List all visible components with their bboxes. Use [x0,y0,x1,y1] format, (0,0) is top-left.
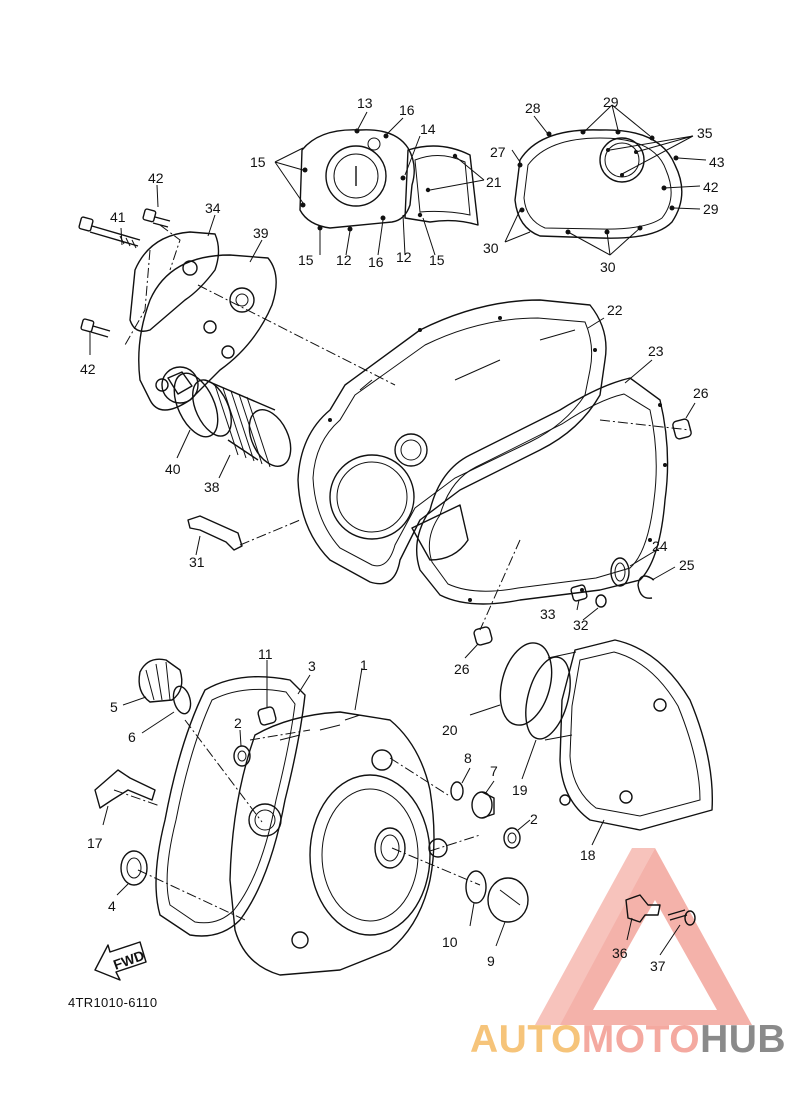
dowel-26-upper [672,418,692,440]
callout-42-left: 42 [80,361,96,377]
crankcase-cover-1 [229,711,448,976]
callout-27: 27 [490,144,506,160]
callout-17: 17 [87,835,103,851]
callout-20: 20 [442,722,458,738]
bolt-42-upper [142,208,171,228]
callout-10: 10 [442,934,458,950]
oil-filter-element [192,379,292,468]
plug-9 [487,877,529,923]
callout-4: 4 [108,898,116,914]
fwd-label: FWD [111,947,146,973]
oil-filler-cap [138,658,183,703]
callout-34: 34 [205,200,221,216]
callout-43: 43 [709,154,725,170]
callout-2-right: 2 [530,811,538,827]
callout-15-left: 15 [250,154,266,170]
callout-19: 19 [512,782,528,798]
o-ring-10 [465,870,487,904]
callout-labels: 13 16 14 15 21 15 12 16 12 15 28 29 27 3… [80,94,725,974]
catalog-code: 4TR1010-6110 [68,995,158,1010]
callout-26-upper: 26 [693,385,709,401]
callout-9: 9 [487,953,495,969]
cover-18 [559,639,714,831]
callout-38: 38 [204,479,220,495]
callout-31: 31 [189,554,205,570]
watermark-part-auto: AUTO [470,1018,582,1061]
callout-35: 35 [697,125,713,141]
callout-25: 25 [679,557,695,573]
seal-2-right [503,827,521,849]
plug-7 [471,791,495,819]
gasket-3 [155,676,306,937]
gasket-small [404,145,479,226]
callout-12-right: 12 [396,249,412,265]
callout-32: 32 [573,617,589,633]
callout-30-bottom: 30 [600,259,616,275]
callout-3: 3 [308,658,316,674]
leader-lines [89,104,707,956]
callout-7: 7 [490,763,498,779]
o-ring-40 [173,372,219,438]
o-ring-20 [499,642,553,726]
screw-37 [667,909,696,926]
callout-14: 14 [420,121,436,137]
callout-36: 36 [612,945,628,961]
fwd-arrow: FWD [94,941,147,981]
gasket-23 [411,377,669,605]
callout-6: 6 [128,729,136,745]
watermark-text: AUTOMOTOHUB [470,1018,786,1062]
dowel-11 [257,706,277,726]
callout-42-top: 42 [148,170,164,186]
callout-22: 22 [607,302,623,318]
generator-cover-plate [514,129,683,239]
callout-2-left: 2 [234,715,242,731]
watermark-part-hub: HUB [700,1018,787,1061]
callout-26-lower: 26 [454,661,470,677]
callout-30-left: 30 [483,240,499,256]
circlip-25 [637,575,655,599]
o-ring-6 [172,685,192,715]
callout-40: 40 [165,461,181,477]
callout-1: 1 [360,657,368,673]
callout-29-upper: 29 [603,94,619,110]
callout-23: 23 [648,343,664,359]
clutch-cover-small [299,128,415,232]
callout-8: 8 [464,750,472,766]
callout-5: 5 [110,699,118,715]
watermark-part-moto: MOTO [581,1018,701,1061]
callout-28: 28 [525,100,541,116]
seal-4 [120,850,148,886]
callout-37: 37 [650,958,666,974]
callout-18: 18 [580,847,596,863]
seal-2-left [233,745,251,767]
callout-16-lower: 16 [368,254,384,270]
callout-13: 13 [357,95,373,111]
callout-16-upper: 16 [399,102,415,118]
callout-12-left: 12 [336,252,352,268]
hub-19 [525,651,577,741]
callout-42-right: 42 [703,179,719,195]
callout-41: 41 [110,209,126,225]
watermark-triangle [535,848,752,1025]
callout-29-lower: 29 [703,201,719,217]
o-ring-8 [450,781,464,801]
callout-39: 39 [253,225,269,241]
dowel-33 [570,584,588,602]
callout-11: 11 [258,646,273,662]
alignment-lines [113,224,691,921]
callout-15-bottom: 15 [298,252,314,268]
callout-24: 24 [652,538,668,554]
dowel-26-lower [473,626,493,646]
crankcase-cover [297,299,607,585]
callout-33: 33 [540,606,556,622]
seal-24 [610,557,630,587]
clip-17 [94,769,156,809]
callout-15-right: 15 [429,252,445,268]
clip-31 [187,515,243,551]
callout-21: 21 [486,174,502,190]
bolt-42-lower [80,318,111,338]
o-ring-32 [595,594,607,608]
